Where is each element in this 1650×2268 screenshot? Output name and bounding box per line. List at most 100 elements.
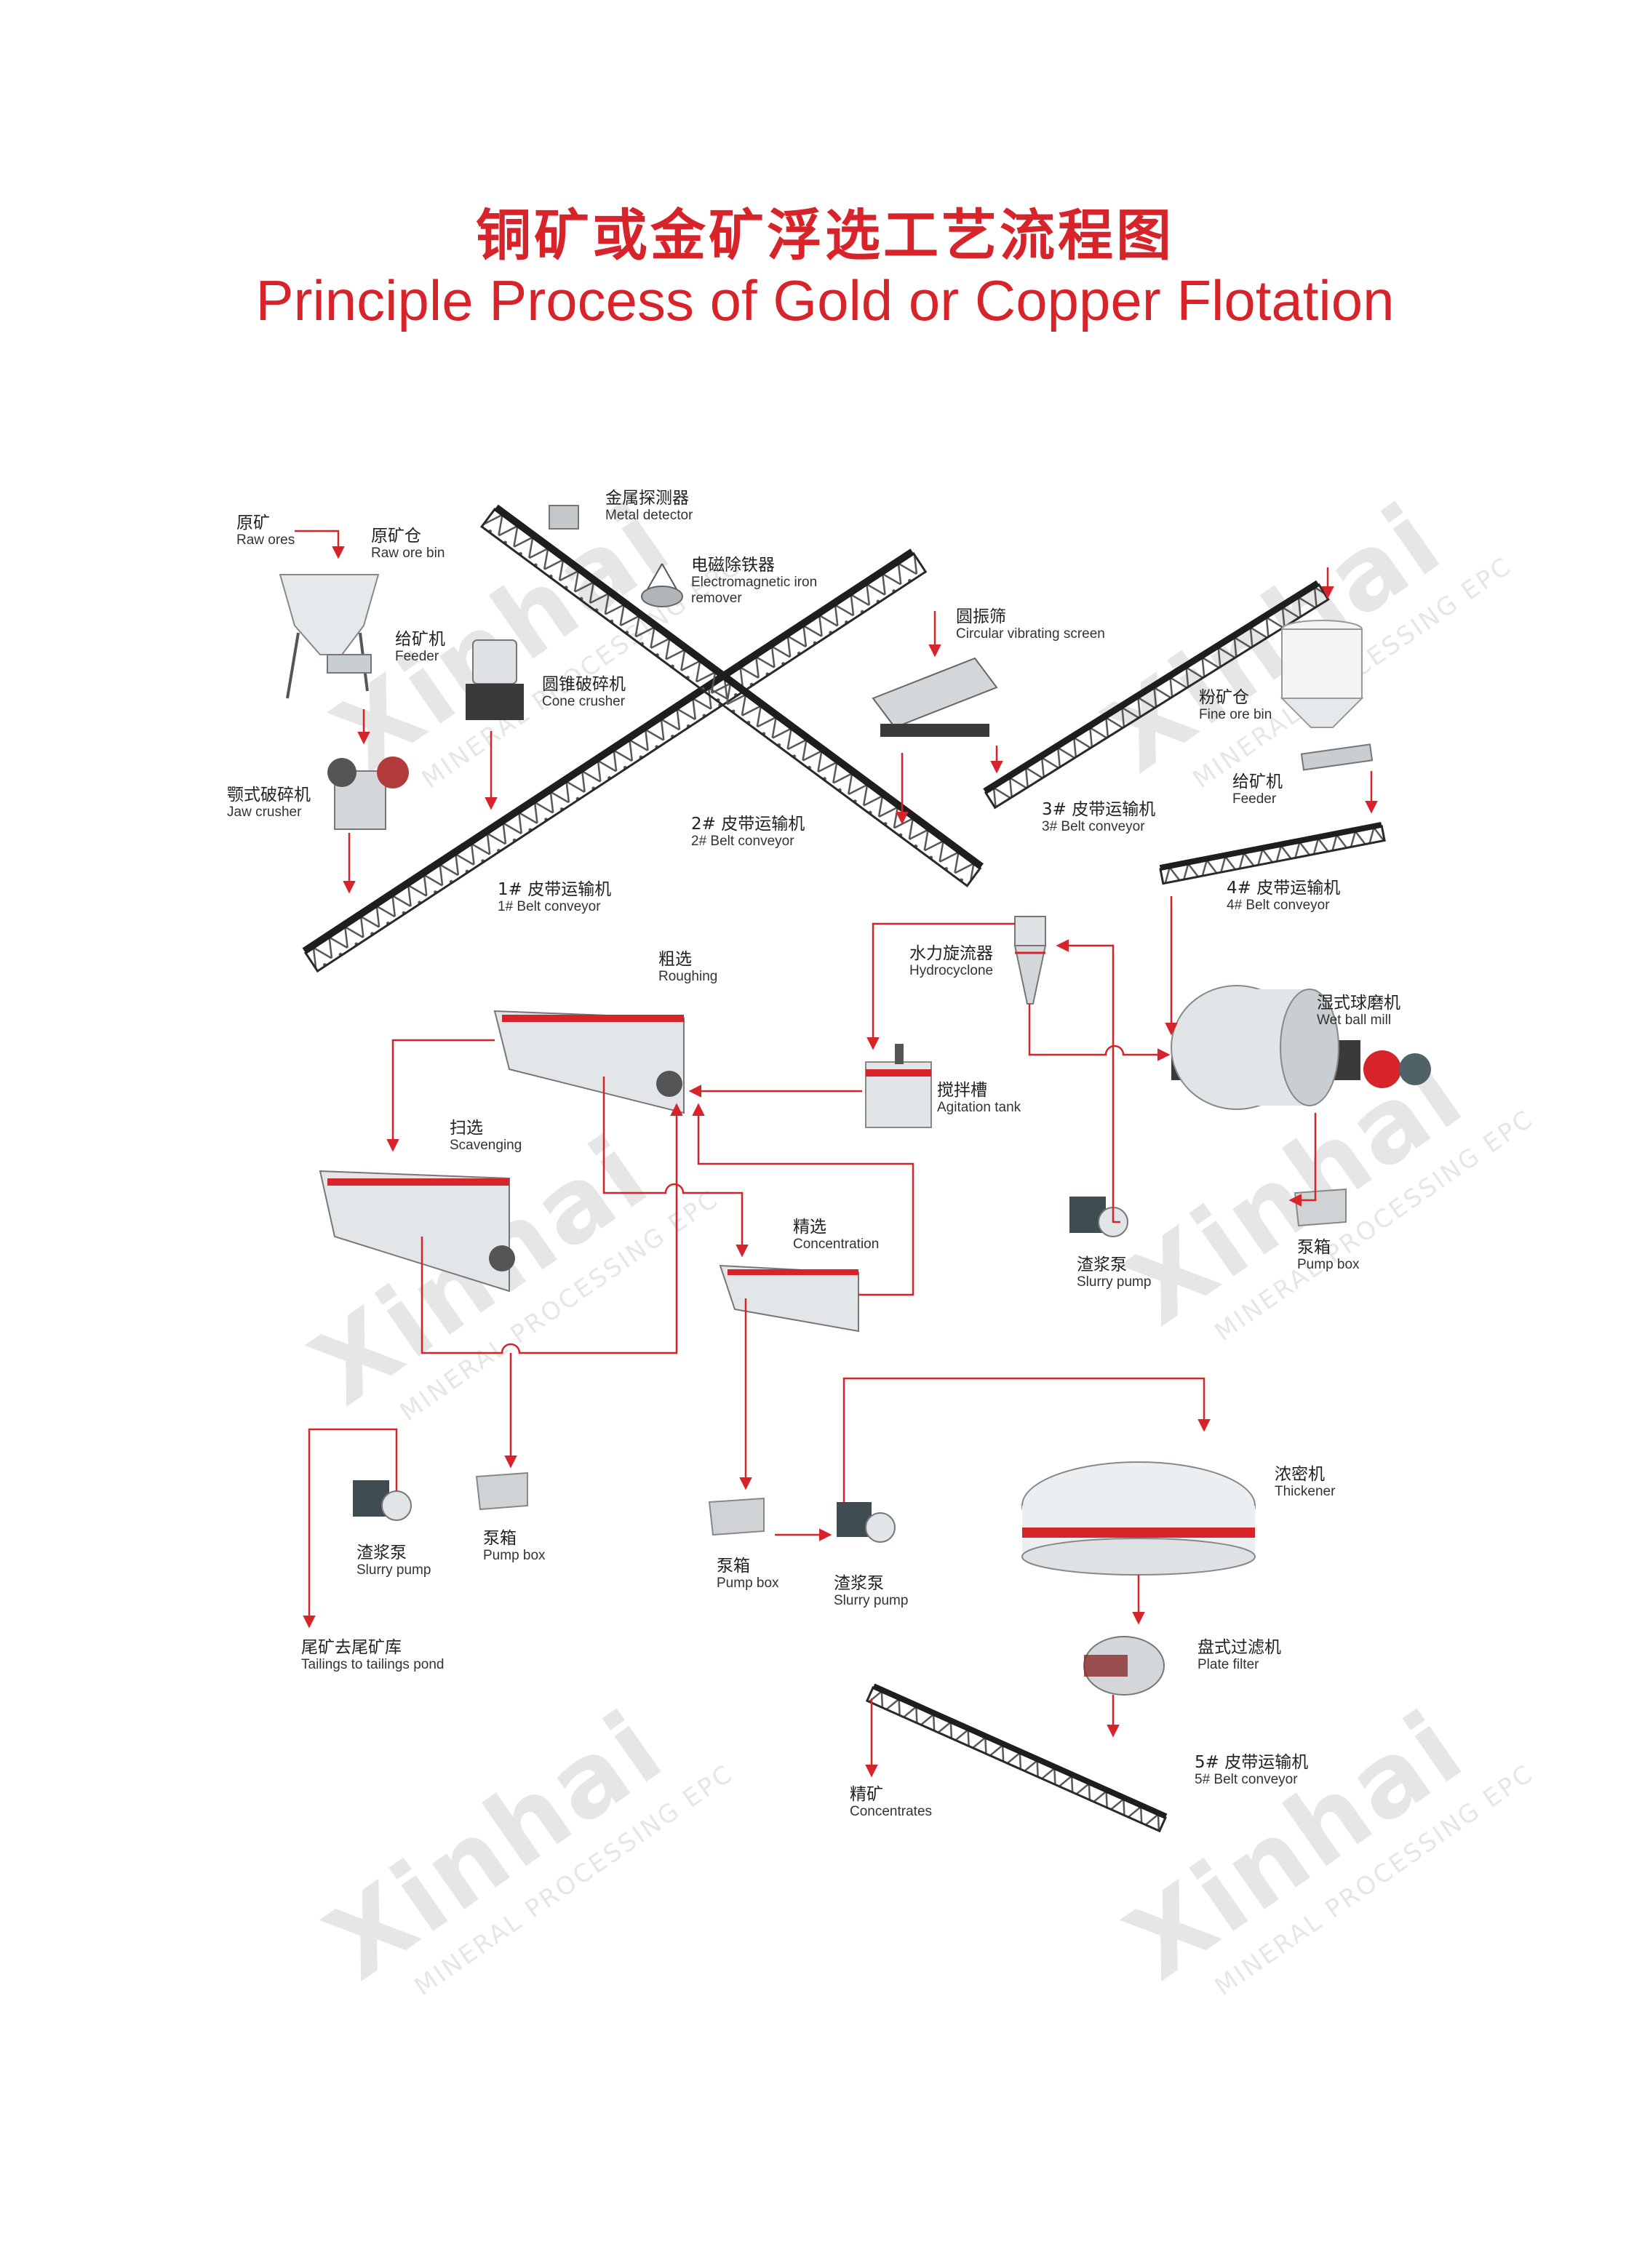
- label-zh: 3# 皮带运输机: [1042, 800, 1156, 819]
- label-en: Pump box: [717, 1576, 779, 1592]
- label-pump-box-conc: 泵箱 Pump box: [717, 1557, 779, 1592]
- label-en: Concentration: [793, 1237, 880, 1253]
- label-zh: 2# 皮带运输机: [691, 815, 805, 834]
- label-zh: 1# 皮带运输机: [498, 880, 612, 899]
- label-en: 3# Belt conveyor: [1042, 819, 1145, 835]
- label-en: Feeder: [1232, 791, 1277, 807]
- cone-crusher-shape: [466, 639, 524, 720]
- label-en: Raw ore bin: [371, 546, 445, 562]
- thickener-shape: [1021, 1461, 1256, 1576]
- label-en: Scavenging: [450, 1138, 522, 1154]
- belt-conveyor-1: [302, 548, 928, 973]
- belt-conveyor-4: [1159, 821, 1386, 885]
- iron-remover-shape: [641, 563, 683, 607]
- label-belt-1: 1# 皮带运输机 1# Belt conveyor: [498, 880, 611, 915]
- label-zh: 盘式过滤机: [1197, 1638, 1281, 1657]
- label-zh: 泵箱: [1297, 1238, 1331, 1257]
- belt-conveyor-2: [480, 504, 984, 887]
- label-belt-2: 2# 皮带运输机 2# Belt conveyor: [691, 815, 805, 850]
- label-en: 2# Belt conveyor: [691, 834, 794, 850]
- label-zh: 搅拌槽: [937, 1081, 987, 1100]
- belt-conveyor-3: [983, 580, 1330, 810]
- label-zh: 渣浆泵: [1077, 1255, 1127, 1274]
- label-en: Tailings to tailings pond: [301, 1657, 445, 1673]
- label-zh: 浓密机: [1275, 1465, 1325, 1484]
- label-zh: 粉矿仓: [1199, 688, 1249, 707]
- label-concentration: 精选 Concentration: [793, 1218, 879, 1253]
- label-raw-ores: 原矿 Raw ores: [236, 514, 295, 548]
- label-en: Plate filter: [1197, 1657, 1259, 1673]
- jaw-crusher-shape: [327, 756, 409, 830]
- label-thickener: 浓密机 Thickener: [1275, 1465, 1335, 1500]
- label-zh: 渣浆泵: [356, 1544, 407, 1562]
- label-en: Concentrates: [850, 1804, 933, 1820]
- label-en: Electromagnetic iron remover: [691, 575, 818, 607]
- label-jaw-crusher: 颚式破碎机 Jaw crusher: [227, 786, 311, 820]
- ball-mill-shape: [1171, 985, 1431, 1110]
- label-en: Slurry pump: [356, 1562, 431, 1578]
- label-metal-detector: 金属探测器 Metal detector: [605, 489, 693, 524]
- label-scavenging: 扫选 Scavenging: [450, 1119, 522, 1154]
- label-zh: 精矿: [850, 1785, 883, 1804]
- metal-detector-shape: [549, 505, 579, 530]
- label-slurry-pump-tail: 渣浆泵 Slurry pump: [356, 1544, 431, 1578]
- label-slurry-pump-mill: 渣浆泵 Slurry pump: [1077, 1255, 1151, 1290]
- label-en: 1# Belt conveyor: [498, 899, 601, 915]
- title-chinese: 铜矿或金矿浮选工艺流程图: [476, 203, 1174, 268]
- label-en: Pump box: [483, 1548, 546, 1564]
- scavenging-cells-shape: [319, 1170, 515, 1293]
- raw-ore-bin-shape: [279, 574, 380, 699]
- label-zh: 5# 皮带运输机: [1195, 1753, 1309, 1772]
- slurry-pump-mill-shape: [1069, 1197, 1128, 1237]
- label-hydrocyclone: 水力旋流器 Hydrocyclone: [909, 944, 993, 979]
- label-en: Fine ore bin: [1199, 707, 1272, 723]
- label-pump-box-tail: 泵箱 Pump box: [483, 1529, 546, 1564]
- label-zh: 给矿机: [1232, 772, 1283, 791]
- label-en: Circular vibrating screen: [956, 626, 1105, 642]
- label-zh: 水力旋流器: [909, 944, 993, 963]
- label-zh: 电磁除铁器: [691, 556, 775, 575]
- pump-box-tail-shape: [475, 1472, 528, 1511]
- label-en: Agitation tank: [937, 1100, 1021, 1116]
- flow-arrows: [295, 530, 1378, 1778]
- belt-conveyor-5: [865, 1683, 1168, 1833]
- label-feeder-2: 给矿机 Feeder: [1232, 772, 1283, 807]
- label-fine-ore-bin: 粉矿仓 Fine ore bin: [1199, 688, 1272, 723]
- label-en: Raw ores: [236, 532, 295, 548]
- plate-filter-shape: [1083, 1636, 1165, 1696]
- label-en: Cone crusher: [542, 694, 626, 710]
- label-belt-5: 5# 皮带运输机 5# Belt conveyor: [1195, 1753, 1308, 1788]
- label-en: Hydrocyclone: [909, 963, 994, 979]
- label-tailings: 尾矿去尾矿库 Tailings to tailings pond: [301, 1638, 444, 1673]
- label-zh: 原矿仓: [371, 527, 421, 546]
- label-belt-4: 4# 皮带运输机 4# Belt conveyor: [1227, 879, 1340, 914]
- pump-box-mill-shape: [1294, 1188, 1347, 1227]
- vibrating-screen-shape: [872, 657, 998, 737]
- fine-ore-bin-shape: [1280, 620, 1364, 728]
- label-pump-box-mill: 泵箱 Pump box: [1297, 1238, 1360, 1273]
- label-zh: 粗选: [658, 950, 692, 969]
- label-slurry-pump-conc: 渣浆泵 Slurry pump: [834, 1574, 908, 1609]
- label-iron-remover: 电磁除铁器 Electromagnetic iron remover: [691, 556, 837, 607]
- label-en: Thickener: [1275, 1484, 1336, 1500]
- label-zh: 金属探测器: [605, 489, 689, 508]
- label-feeder-1: 给矿机 Feeder: [395, 630, 445, 665]
- title-english: Principle Process of Gold or Copper Flot…: [255, 268, 1395, 332]
- label-zh: 湿式球磨机: [1317, 994, 1400, 1013]
- label-en: Wet ball mill: [1317, 1013, 1392, 1029]
- label-zh: 扫选: [450, 1119, 483, 1138]
- label-en: Slurry pump: [1077, 1274, 1152, 1290]
- label-zh: 4# 皮带运输机: [1227, 879, 1341, 898]
- label-zh: 原矿: [236, 514, 270, 532]
- agitation-tank-shape: [865, 1044, 932, 1128]
- label-concentrates: 精矿 Concentrates: [850, 1785, 932, 1820]
- pump-box-conc-shape: [708, 1497, 765, 1536]
- label-plate-filter: 盘式过滤机 Plate filter: [1197, 1638, 1281, 1673]
- label-zh: 给矿机: [395, 630, 445, 649]
- label-zh: 精选: [793, 1218, 826, 1237]
- label-en: 5# Belt conveyor: [1195, 1772, 1298, 1788]
- feeder-2-shape: [1300, 743, 1374, 771]
- label-agitation-tank: 搅拌槽 Agitation tank: [937, 1081, 1021, 1116]
- slurry-pump-tail-shape: [353, 1480, 412, 1521]
